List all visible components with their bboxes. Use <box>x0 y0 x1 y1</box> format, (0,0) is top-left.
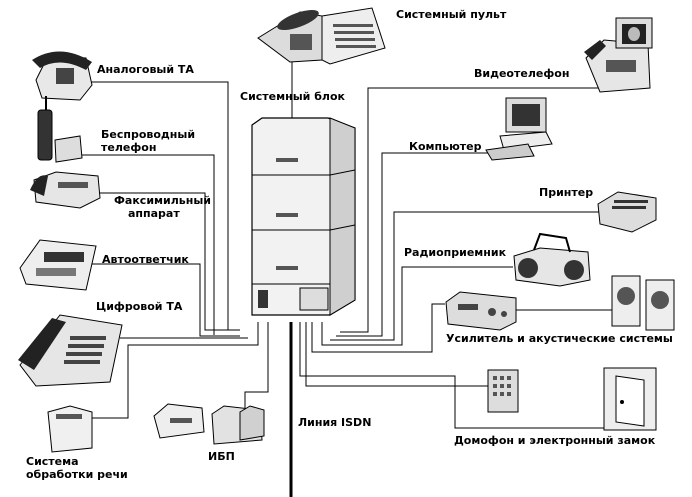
label-fax-line2: аппарат <box>128 207 180 220</box>
label-radio: Радиоприемник <box>404 246 507 259</box>
line-computer <box>336 152 490 337</box>
line-printer <box>330 211 600 341</box>
answering-machine-icon <box>19 239 97 291</box>
line-videophone <box>340 87 600 333</box>
label-amplifier: Усилитель и акустические системы <box>446 332 673 345</box>
computer-icon <box>485 97 553 161</box>
label-voice-system: Система обработки речи <box>26 455 128 481</box>
label-system-console: Системный пульт <box>396 8 507 21</box>
label-ups: ИБП <box>208 450 235 463</box>
label-doorphone: Домофон и электронный замок <box>454 434 656 447</box>
label-isdn-line: Линия ISDN <box>298 416 372 429</box>
label-analog-phone: Аналоговый ТА <box>97 63 194 76</box>
fax-icon <box>30 171 101 209</box>
label-digital-phone: Цифровой ТА <box>96 300 183 313</box>
label-voice-line1: Система <box>26 455 79 468</box>
door-lock-icon <box>603 367 657 431</box>
line-amplifier <box>311 303 445 353</box>
analog-phone-icon <box>32 51 93 101</box>
label-voice-line2: обработки речи <box>26 468 128 481</box>
label-computer: Компьютер <box>409 140 482 153</box>
cordless-phone-icon <box>37 96 83 163</box>
digital-phone-icon <box>18 314 123 387</box>
speakers-icon <box>611 275 675 331</box>
line-ups <box>244 322 269 422</box>
radio-icon <box>513 232 591 287</box>
label-answering-machine: Автоответчик <box>102 253 189 266</box>
doorphone-icon <box>487 369 519 413</box>
line-voice <box>90 322 259 419</box>
line-cordless <box>82 154 215 335</box>
label-fax-line1: Факсимильный <box>114 194 211 207</box>
line-doorphone <box>305 322 488 387</box>
printer-icon <box>597 191 657 233</box>
system-unit-icon <box>251 117 356 316</box>
connection-lines <box>82 40 612 429</box>
label-cordless-line2: телефон <box>101 141 157 154</box>
ups-icon <box>153 403 265 445</box>
voice-system-icon <box>47 405 93 453</box>
label-cordless-phone: Беспроводный телефон <box>101 128 195 154</box>
line-fax <box>100 192 240 331</box>
label-videophone: Видеотелефон <box>474 67 570 80</box>
label-fax: Факсимильный аппарат <box>114 194 211 220</box>
label-cordless-line1: Беспроводный <box>101 128 196 141</box>
label-system-unit: Системный блок <box>240 90 345 103</box>
line-door <box>299 322 612 429</box>
label-printer: Принтер <box>539 186 594 199</box>
videophone-icon <box>584 17 653 93</box>
amplifier-icon <box>445 291 517 331</box>
line-radio <box>321 266 513 346</box>
line-analog <box>90 81 229 330</box>
system-console-icon <box>257 7 386 65</box>
line-answering <box>85 263 240 337</box>
